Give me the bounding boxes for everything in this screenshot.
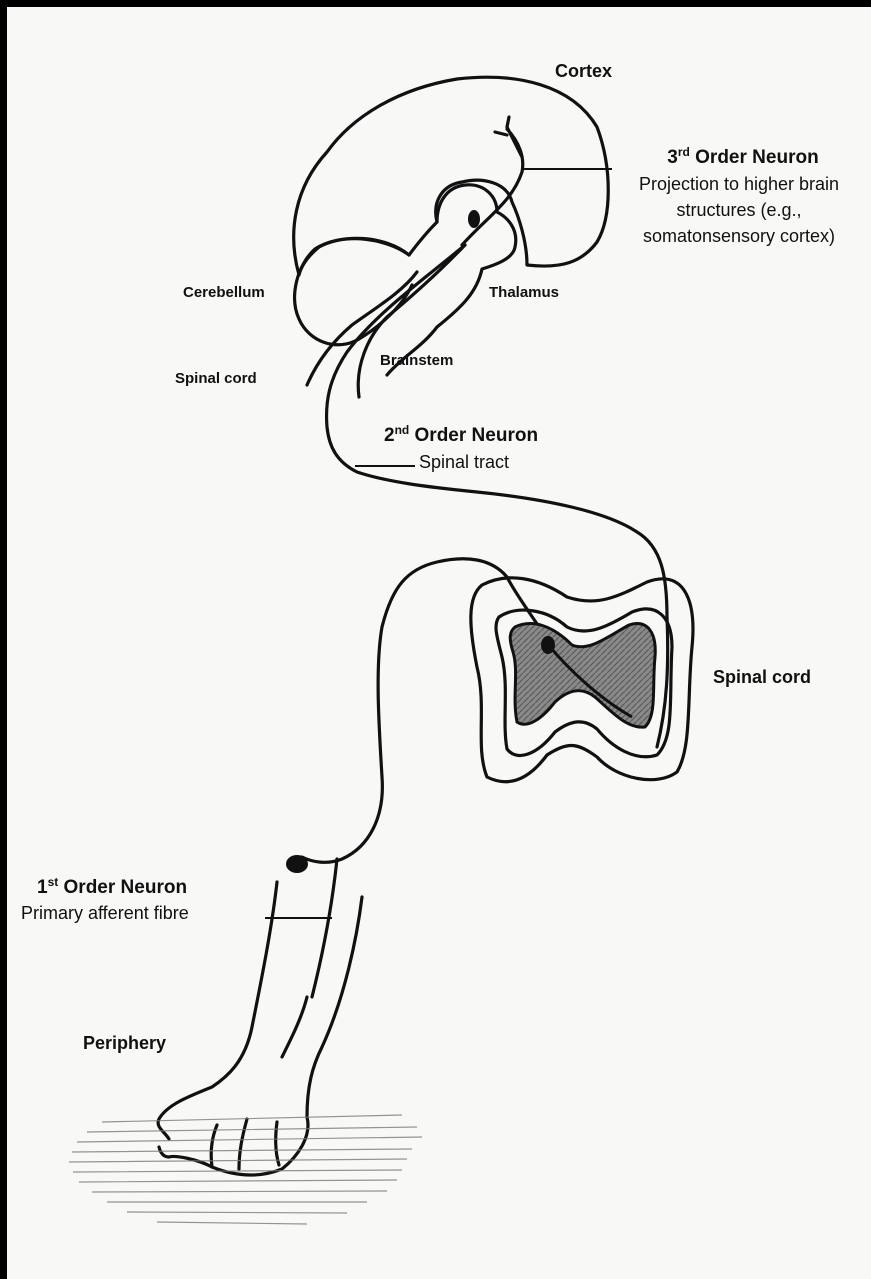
second-order-heading: 2nd Order Neuron <box>384 423 538 447</box>
third-order-cell-body <box>468 210 480 228</box>
spinal-cord-upper-label: Spinal cord <box>175 370 257 387</box>
periphery-label: Periphery <box>83 1033 166 1054</box>
first-order-heading: 1st Order Neuron <box>37 875 187 899</box>
third-order-description: Projection to higher brain structures (e… <box>607 171 871 249</box>
cerebellum-label: Cerebellum <box>183 284 265 301</box>
third-order-label: 3rd Order Neuron <box>615 145 871 169</box>
thalamus-outline <box>387 185 516 375</box>
cortex-label: Cortex <box>555 61 612 82</box>
drawing-frame: Cortex 3rd Order Neuron Projection to hi… <box>7 7 871 1279</box>
first-order-cell-body <box>286 855 308 873</box>
second-order-description: Spinal tract <box>419 452 509 473</box>
spinal-cord-section-label: Spinal cord <box>713 667 811 688</box>
grey-matter <box>510 624 655 728</box>
second-order-cell-body <box>541 636 555 654</box>
ground-shading <box>69 1115 422 1224</box>
thalamus-label: Thalamus <box>489 284 559 301</box>
cortex-outline <box>294 77 609 275</box>
brainstem-label: Brainstem <box>380 352 453 369</box>
first-order-description: Primary afferent fibre <box>21 903 189 924</box>
third-order-heading: 3rd Order Neuron <box>667 147 818 168</box>
